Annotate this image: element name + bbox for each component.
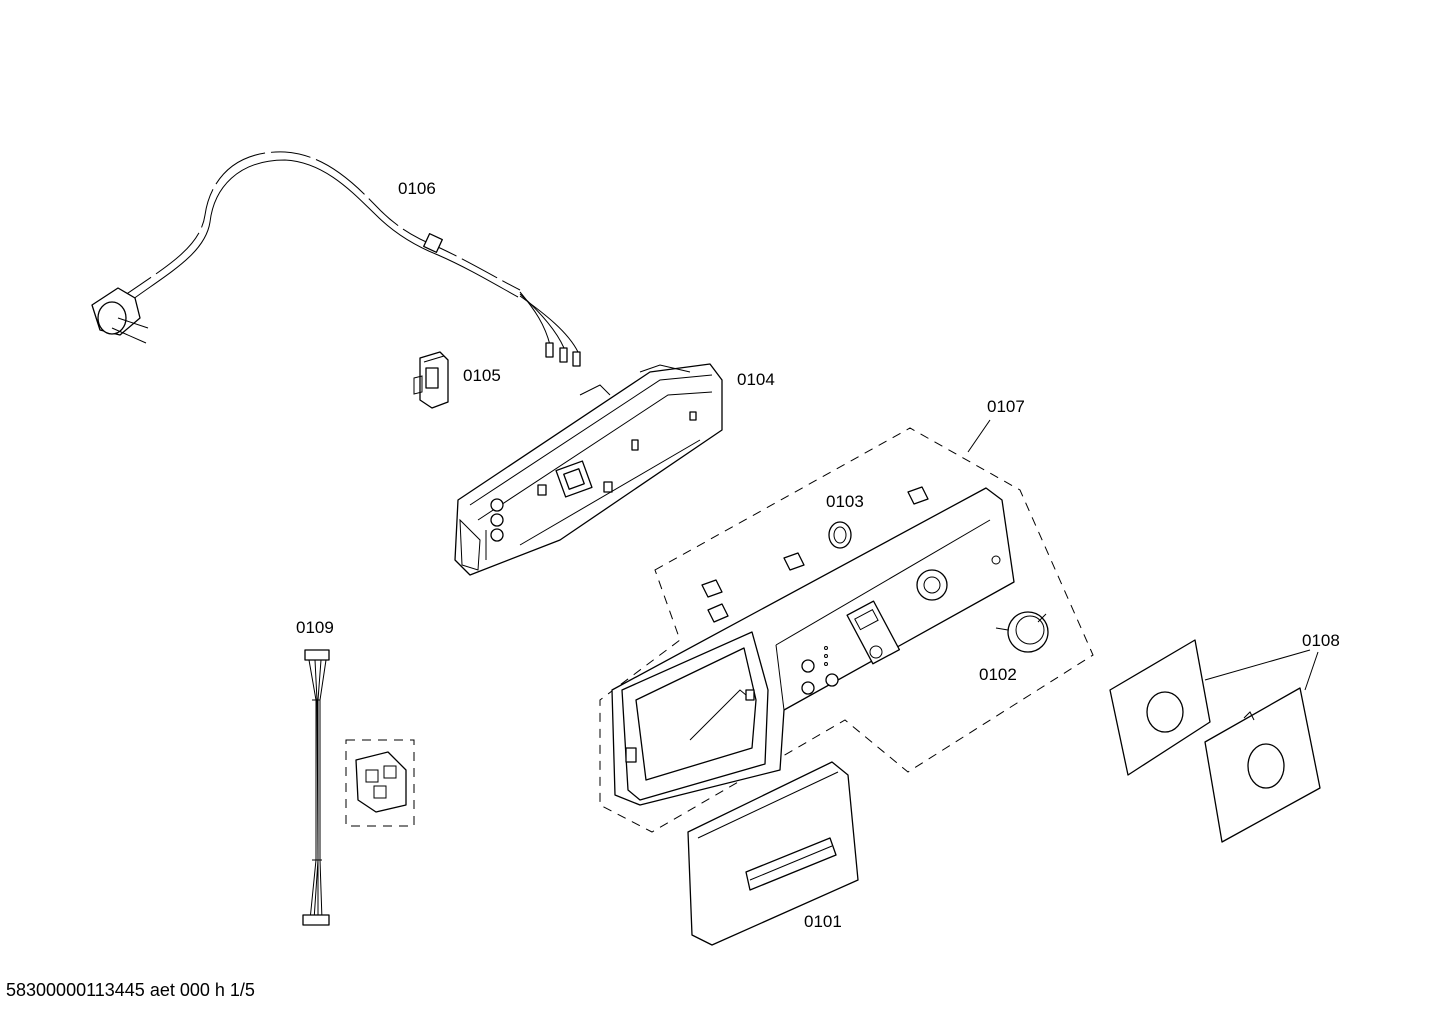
- rotary-knob-0102[interactable]: [995, 611, 1049, 653]
- callout-0103: 0103: [826, 492, 864, 511]
- callout-0101: 0101: [804, 912, 842, 931]
- small-knob-0103[interactable]: [828, 521, 852, 549]
- drawer-handle-0101[interactable]: [687, 761, 859, 946]
- callout-0102: 0102: [979, 665, 1017, 684]
- callout-0105: 0105: [463, 366, 501, 385]
- power-cord-0106[interactable]: [91, 151, 581, 367]
- callout-0107: 0107: [987, 397, 1025, 416]
- callout-0104: 0104: [737, 370, 775, 389]
- callout-0108: 0108: [1302, 631, 1340, 650]
- control-panel-0107[interactable]: [599, 419, 1094, 833]
- callout-0106: 0106: [398, 179, 436, 198]
- callout-0109: 0109: [296, 618, 334, 637]
- cover-plates-0108[interactable]: [1109, 639, 1321, 843]
- drawing-code: 58300000113445 aet 000 h 1/5: [6, 980, 255, 1000]
- wire-harness-0109[interactable]: [302, 649, 415, 926]
- control-module-0104[interactable]: [454, 363, 723, 576]
- switch-0105[interactable]: [413, 351, 449, 409]
